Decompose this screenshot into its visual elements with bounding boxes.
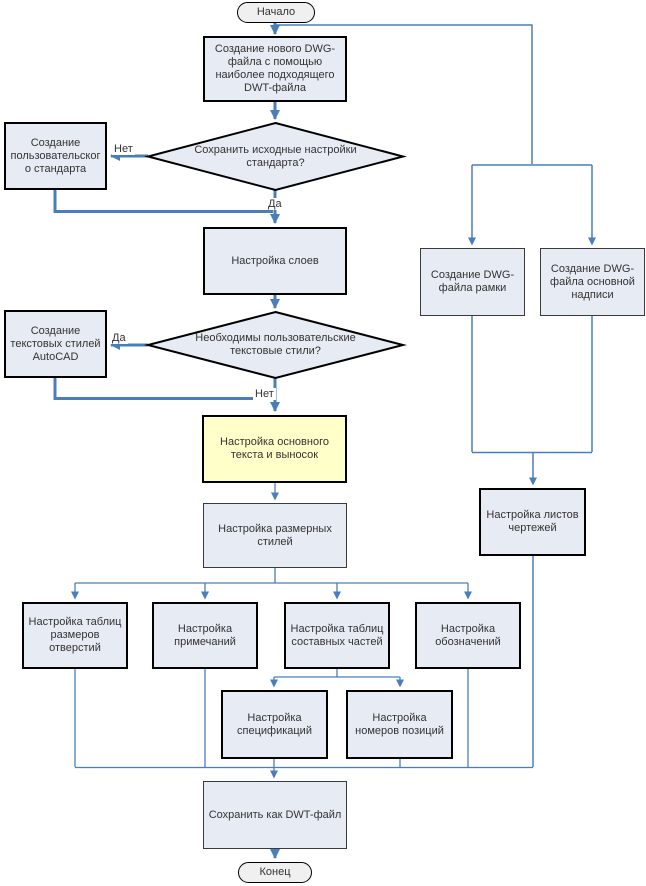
process-sheets: Настройка листов чертежей [479, 488, 586, 556]
distribution-lines [71, 483, 533, 779]
process-frame-dwg: Создание DWG-файла рамки [420, 248, 525, 316]
process-symbols: Настройка обозначений [415, 602, 521, 669]
process-specs: Настройка спецификаций [221, 690, 328, 759]
edge-label-yes-1: Да [266, 198, 284, 210]
end-terminator: Конец [238, 862, 312, 883]
decision-text-styles-label: Необходимы пользовательские текстовые ст… [195, 332, 356, 357]
right-branch-lines [276, 24, 596, 767]
process-custom-standard: Создание пользовательского стандарта [4, 122, 107, 190]
process-notes: Настройка примечаний [152, 602, 258, 669]
start-terminator: Начало [237, 2, 315, 23]
decision-keep-settings-label: Сохранить исходные настройки стандарта? [194, 143, 357, 169]
process-create-dwg: Создание нового DWG-файла с помощью наиб… [203, 36, 347, 102]
process-main-text-highlighted: Настройка основного текста и выносок [202, 415, 347, 483]
decision-shapes [144, 121, 407, 380]
process-item-numbers: Настройка номеров позиций [346, 690, 453, 759]
decision-keep-settings-shape [144, 121, 407, 192]
process-parts-tables: Настройка таблиц составных частей [284, 602, 390, 669]
process-layers: Настройка слоев [203, 227, 347, 295]
process-hole-tables: Настройка таблиц размеров отверстий [22, 602, 128, 669]
edge-label-no-1: Нет [112, 143, 135, 155]
edge-label-yes-2: Да [110, 332, 128, 344]
process-autocad-text-styles: Создание текстовых стилей AutoCAD [4, 310, 107, 378]
decision-text-styles-shape [144, 310, 407, 380]
process-dim-styles: Настройка размерных стилей [203, 503, 347, 568]
edge-label-no-2: Нет [253, 388, 276, 400]
process-save-dwt: Сохранить как DWT-файл [203, 781, 347, 849]
process-title-block-dwg: Создание DWG-файла основной надписи [540, 248, 645, 316]
